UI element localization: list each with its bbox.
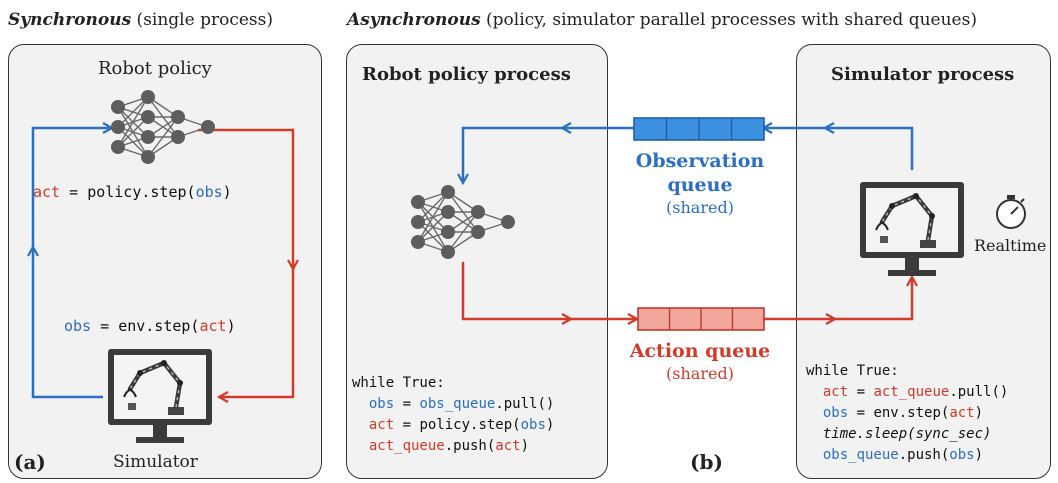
obs-var: obs bbox=[64, 317, 92, 335]
asynchronous-heading-bold: Asynchronous bbox=[347, 10, 481, 30]
sim-code-eq: = bbox=[848, 384, 874, 400]
close-paren-2: ) bbox=[226, 317, 236, 335]
code-close: ) bbox=[545, 417, 555, 433]
policy-call: policy.step( bbox=[87, 183, 196, 201]
action-queue-box bbox=[637, 307, 765, 331]
action-queue-title: Action queue bbox=[629, 340, 771, 362]
code-act-queue: act_queue bbox=[368, 438, 445, 454]
act-var: act bbox=[33, 183, 61, 201]
sync-blue-arrow-up bbox=[33, 248, 103, 399]
eq-sign-2: = bbox=[91, 317, 119, 335]
sim-code-sleep: time.sleep(sync_sec) bbox=[822, 426, 992, 442]
sim-code-obs-queue: obs_queue bbox=[822, 447, 899, 463]
sim-code-obs: obs bbox=[822, 405, 849, 421]
action-path bbox=[461, 262, 912, 321]
stopwatch-icon bbox=[996, 195, 1026, 229]
obs-arrow-to-policy bbox=[463, 126, 567, 182]
act-arg: act bbox=[199, 317, 227, 335]
code-obs: obs bbox=[368, 396, 395, 412]
tag-a: (a) bbox=[14, 450, 46, 474]
obs-arrow-to-queue bbox=[826, 128, 914, 170]
observation-queue-sub: (shared) bbox=[666, 198, 734, 217]
code-act-arg: act bbox=[495, 438, 521, 454]
asynchronous-heading-rest: (policy, simulator parallel processes wi… bbox=[480, 10, 977, 30]
code-push: .push( bbox=[444, 438, 496, 454]
sim-code-act-arg: act bbox=[949, 405, 975, 421]
code-act: act bbox=[368, 417, 395, 433]
monitor-robot-arm-icon bbox=[108, 349, 212, 443]
observation-queue-title-2: queue bbox=[667, 174, 733, 196]
robot-policy-process-panel bbox=[346, 44, 608, 479]
sim-code-env-step: = env.step( bbox=[848, 405, 950, 421]
env-step-equation: obs = env.step(act) bbox=[64, 316, 236, 337]
synchronous-heading-rest: (single process) bbox=[131, 10, 273, 30]
env-call: env.step( bbox=[118, 317, 200, 335]
sync-blue-arrow-right bbox=[31, 128, 111, 252]
policy-step-equation: act = policy.step(obs) bbox=[33, 182, 232, 203]
robot-policy-process-title: Robot policy process bbox=[362, 64, 571, 85]
code-pull: .pull() bbox=[495, 396, 555, 412]
action-queue-label: Action queue (shared) bbox=[610, 339, 790, 385]
act-arrow-from-policy bbox=[461, 262, 570, 319]
sim-code-act-queue: act_queue bbox=[873, 384, 950, 400]
sim-code-close: ) bbox=[974, 405, 984, 421]
sim-code-obs-arg: obs bbox=[949, 447, 975, 463]
policy-neural-network-icon bbox=[410, 184, 516, 260]
code-eq: = bbox=[394, 396, 420, 412]
simulator-loop-code: while True: act = act_queue.pull() obs =… bbox=[806, 361, 1008, 466]
realtime-label: Realtime bbox=[974, 236, 1047, 255]
sim-code-while: while True: bbox=[806, 363, 899, 379]
action-queue-sub: (shared) bbox=[666, 364, 734, 383]
synchronous-heading-bold: Synchronous bbox=[8, 10, 132, 30]
obs-arg: obs bbox=[195, 183, 223, 201]
close-paren-1: ) bbox=[222, 183, 232, 201]
sync-red-arrow-left bbox=[220, 264, 295, 397]
neural-network-icon bbox=[110, 89, 216, 165]
policy-loop-code: while True: obs = obs_queue.pull() act =… bbox=[352, 373, 554, 457]
sync-loop bbox=[33, 128, 293, 397]
code-obs-arg: obs bbox=[520, 417, 546, 433]
code-line-while: while True: bbox=[352, 375, 445, 391]
sim-code-close-2: ) bbox=[974, 447, 984, 463]
eq-sign-1: = bbox=[60, 183, 88, 201]
code-obs-queue: obs_queue bbox=[419, 396, 496, 412]
observation-path bbox=[463, 126, 914, 182]
robot-policy-title: Robot policy bbox=[98, 58, 212, 79]
code-policy-step: = policy.step( bbox=[394, 417, 521, 433]
observation-queue-title-1: Observation bbox=[635, 150, 765, 172]
simulator-monitor-icon bbox=[860, 182, 964, 276]
code-close-2: ) bbox=[520, 438, 530, 454]
sim-code-act: act bbox=[822, 384, 849, 400]
simulator-process-panel bbox=[796, 44, 1051, 479]
observation-queue-label: Observation queue (shared) bbox=[610, 149, 790, 219]
asynchronous-heading: Asynchronous (policy, simulator parallel… bbox=[347, 10, 977, 30]
simulator-label: Simulator bbox=[113, 452, 198, 472]
observation-queue-box bbox=[633, 117, 765, 141]
sim-code-push: .push( bbox=[898, 447, 950, 463]
sync-red-arrow-down bbox=[198, 128, 293, 268]
tag-b: (b) bbox=[690, 450, 723, 474]
act-arrow-to-simulator bbox=[830, 278, 912, 321]
sim-code-pull: .pull() bbox=[949, 384, 1009, 400]
synchronous-heading: Synchronous (single process) bbox=[8, 10, 273, 30]
simulator-process-title: Simulator process bbox=[831, 64, 1015, 85]
